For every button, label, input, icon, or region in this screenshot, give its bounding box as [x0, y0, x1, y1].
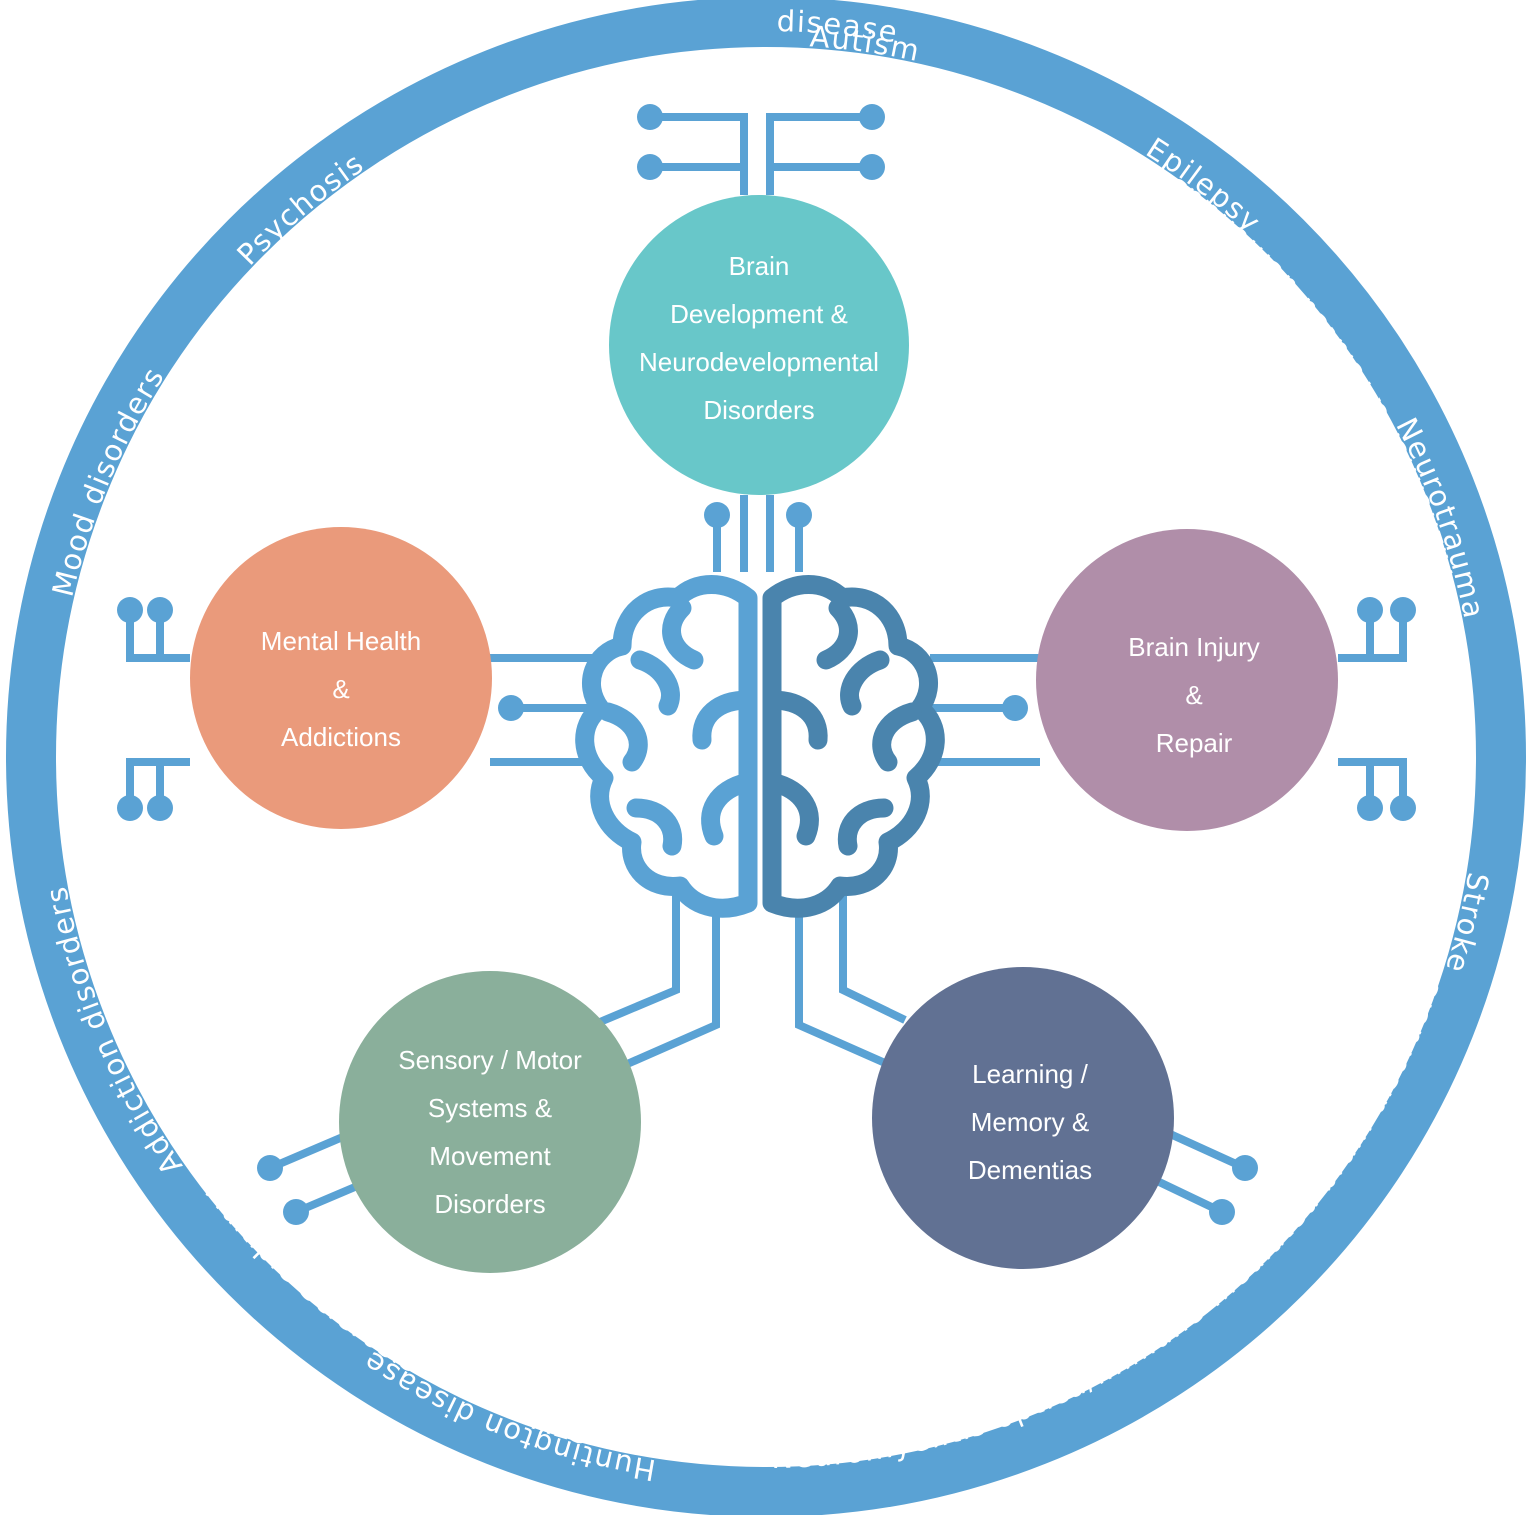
terminal-node	[147, 597, 173, 623]
terminal-node	[147, 795, 173, 821]
hub-label-line: Sensory / Motor	[398, 1045, 582, 1075]
outer-ring	[6, 0, 1526, 1515]
hub-label-line: Repair	[1156, 728, 1233, 758]
terminal-node	[1209, 1199, 1235, 1225]
brain-left-hemisphere-icon	[575, 575, 758, 918]
terminal-node	[498, 695, 524, 721]
hub-circle	[190, 527, 492, 829]
hub-label-line: &	[332, 674, 349, 704]
hub-label-line: Brain Injury	[1128, 632, 1260, 662]
hub-label-line: &	[1185, 680, 1202, 710]
hub-brain-injury: Brain Injury & Repair	[1036, 529, 1338, 831]
hub-label-line: Neurodevelopmental	[639, 347, 879, 377]
hub-label-line: Disorders	[703, 395, 814, 425]
hub-label-line: Disorders	[434, 1189, 545, 1219]
terminal-node	[1232, 1155, 1258, 1181]
hub-circle	[872, 967, 1174, 1269]
brain-icon	[575, 575, 945, 918]
terminal-node	[704, 502, 730, 528]
terminal-node	[637, 104, 663, 130]
hub-label-line: Development &	[670, 299, 848, 329]
terminal-node	[257, 1155, 283, 1181]
hub-brain-development: Brain Development & Neurodevelopmental D…	[609, 195, 909, 495]
circuit-nodes	[117, 104, 1416, 1225]
hub-label-line: Mental Health	[261, 626, 421, 656]
terminal-node	[1357, 597, 1383, 623]
hub-label-line: Brain	[729, 251, 790, 281]
terminal-node	[637, 154, 663, 180]
hub-learning-memory: Learning / Memory & Dementias	[872, 967, 1174, 1269]
terminal-node	[1390, 597, 1416, 623]
hub-label-line: Memory &	[971, 1107, 1089, 1137]
hub-sensory-motor: Sensory / Motor Systems & Movement Disor…	[339, 971, 641, 1273]
terminal-node	[859, 154, 885, 180]
terminal-node	[117, 597, 143, 623]
hub-label-line: Learning /	[972, 1059, 1088, 1089]
hub-mental-health: Mental Health & Addictions	[190, 527, 492, 829]
terminal-node	[859, 104, 885, 130]
terminal-node	[1390, 795, 1416, 821]
circuit-wires	[126, 113, 1407, 1216]
hub-circle	[1036, 529, 1338, 831]
terminal-node	[1357, 795, 1383, 821]
hub-circle	[609, 195, 909, 495]
hub-circle	[339, 971, 641, 1273]
terminal-node	[283, 1199, 309, 1225]
hub-label-line: Dementias	[968, 1155, 1092, 1185]
hub-label-line: Movement	[429, 1141, 551, 1171]
hub-label-line: Systems &	[428, 1093, 552, 1123]
brain-right-hemisphere-icon	[762, 575, 945, 918]
terminal-node	[117, 795, 143, 821]
terminal-node	[786, 502, 812, 528]
hub-label-line: Addictions	[281, 722, 401, 752]
terminal-node	[1002, 695, 1028, 721]
